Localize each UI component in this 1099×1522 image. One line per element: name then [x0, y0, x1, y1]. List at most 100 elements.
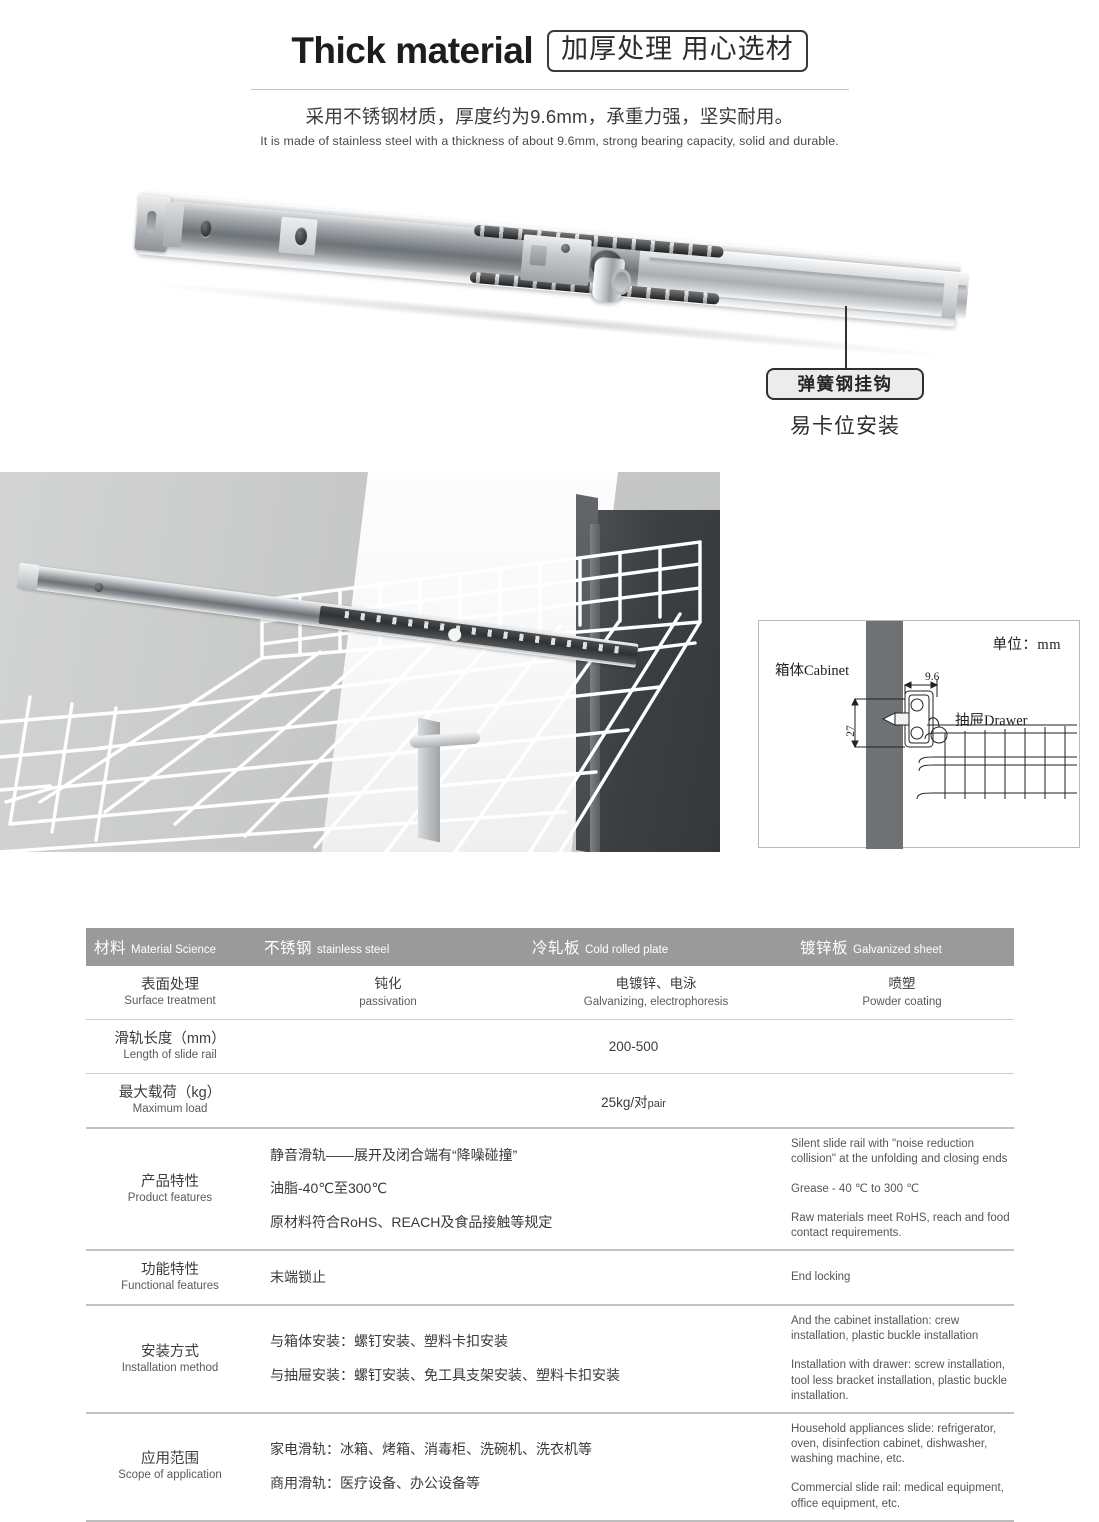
row-label-cn: 功能特性	[141, 1262, 199, 1279]
length-value: 200-500	[608, 1039, 659, 1055]
cell-installation-cn: 与箱体安装：螺钉安装、塑料卡扣安装 与抽屉安装：螺钉安装、免工具支架安装、塑料卡…	[254, 1304, 790, 1413]
feature-cn: 家电滑轨：冰箱、烤箱、消毒柜、洗碗机、洗衣机等	[270, 1441, 592, 1458]
cell-product-features-cn: 静音滑轨——展开及闭合端有“降噪碰撞” 油脂-40℃至300℃ 原材料符合RoH…	[254, 1127, 790, 1251]
load-value: 25kg/对	[601, 1094, 648, 1110]
row-label-cn: 安装方式	[141, 1343, 199, 1360]
header-cell-stainless-steel: 不锈钢 stainless steel	[254, 928, 522, 966]
row-label-installation-method: 安装方式 Installation method	[86, 1304, 254, 1413]
header-cn: 镀锌板	[800, 940, 849, 957]
technical-drawing-panel: 单位：mm 箱体Cabinet 抽屉Drawer 9.6 27	[758, 619, 1080, 849]
row-label-en: Surface treatment	[124, 995, 216, 1008]
table-row-max-load: 最大载荷（kg） Maximum load 25kg/对pair	[86, 1073, 1014, 1129]
table-header-row: 材料 Material Science 不锈钢 stainless steel 冷轧…	[86, 928, 1014, 966]
header-cn: 冷轧板	[532, 940, 581, 957]
feature-en: Household appliances slide: refrigerator…	[791, 1422, 997, 1466]
callout-leader-line	[845, 305, 847, 370]
header-cell-cold-rolled: 冷轧板 Cold rolled plate	[522, 928, 790, 966]
feature-en: End locking	[791, 1270, 851, 1283]
row-label-scope-of-application: 应用范围 Scope of application	[86, 1411, 254, 1522]
cell-cn: 钝化	[374, 975, 402, 991]
row-label-cn: 表面处理	[141, 977, 199, 993]
cell-en: passivation	[359, 995, 417, 1008]
page-header: Thick material 加厚处理 用心选材 采用不锈钢材质，厚度约为9.6…	[0, 0, 1099, 148]
cell-functional-features-cn: 末端锁止	[254, 1249, 790, 1306]
rail-mounting-tab	[162, 201, 185, 248]
diagram-height-dimension: 27	[844, 724, 857, 737]
subtitle-english: It is made of stainless steel with a thi…	[260, 133, 839, 148]
cell-length-value: 200-500	[254, 1019, 1014, 1074]
feature-en: Installation with drawer: screw installa…	[791, 1359, 1008, 1402]
table-row-product-features: 产品特性 Product features 静音滑轨——展开及闭合端有“降噪碰撞…	[86, 1127, 1014, 1251]
feature-en: Commercial slide rail: medical equipment…	[791, 1482, 1004, 1510]
row-label-max-load: 最大载荷（kg） Maximum load	[86, 1073, 254, 1129]
row-label-en: Maximum load	[132, 1103, 208, 1116]
header-en: stainless steel	[317, 944, 390, 956]
rail-slider-block	[520, 233, 592, 286]
feature-en: Silent slide rail with "noise reduction …	[791, 1138, 1008, 1166]
page-title: Thick material	[291, 30, 534, 72]
cell-passivation: 钝化 passivation	[254, 966, 522, 1020]
title-row: Thick material 加厚处理 用心选材	[0, 30, 1099, 72]
row-label-en: Product features	[127, 1191, 213, 1204]
feature-cn: 商用滑轨：医疗设备、办公设备等	[270, 1474, 480, 1491]
feature-cn: 与抽屉安装：螺钉安装、免工具支架安装、塑料卡扣安装	[270, 1367, 620, 1384]
row-label-cn: 最大载荷（kg）	[118, 1085, 222, 1102]
cell-galvanizing: 电镀锌、电泳 Galvanizing, electrophoresis	[522, 966, 790, 1020]
subtitle-chinese: 采用不锈钢材质，厚度约为9.6mm，承重力强，坚实耐用。	[305, 105, 794, 127]
header-cell-material: 材料 Material Science	[86, 928, 254, 966]
load-value-unit: pair	[647, 1097, 666, 1110]
table-row-installation-method: 安装方式 Installation method 与箱体安装：螺钉安装、塑料卡扣…	[86, 1304, 1014, 1413]
table-row-functional-features: 功能特性 Functional features 末端锁止 End lockin…	[86, 1249, 1014, 1306]
cell-cn: 电镀锌、电泳	[615, 975, 697, 991]
cabinet-wall-section	[866, 620, 903, 849]
row-label-en: Functional features	[121, 1280, 219, 1293]
header-cn: 材料	[94, 940, 127, 957]
installed-rail-endcap	[16, 562, 40, 591]
table-row-scope-of-application: 应用范围 Scope of application 家电滑轨：冰箱、烤箱、消毒柜…	[86, 1411, 1014, 1522]
table-row-surface-treatment: 表面处理 Surface treatment 钝化 passivation 电镀…	[86, 966, 1014, 1020]
table-row-length: 滑轨长度（mm） Length of slide rail 200-500	[86, 1019, 1014, 1074]
rail-photo-area	[0, 160, 1099, 362]
cell-installation-en: And the cabinet installation: crew insta…	[790, 1304, 1014, 1413]
title-chinese-badge: 加厚处理 用心选材	[547, 30, 808, 72]
callout-subtext: 易卡位安装	[790, 414, 900, 438]
cell-product-features-en: Silent slide rail with "noise reduction …	[790, 1127, 1014, 1251]
row-label-en: Installation method	[121, 1361, 219, 1374]
feature-cn: 静音滑轨——展开及闭合端有“降噪碰撞”	[270, 1146, 518, 1163]
feature-cn: 末端锁止	[270, 1268, 326, 1285]
feature-en: Grease - 40 ℃ to 300 ℃	[791, 1182, 920, 1195]
cell-scope-en: Household appliances slide: refrigerator…	[790, 1411, 1014, 1522]
row-label-cn: 应用范围	[141, 1451, 199, 1468]
cell-en: Powder coating	[862, 995, 942, 1008]
feature-cn: 与箱体安装：螺钉安装、塑料卡扣安装	[270, 1333, 508, 1350]
row-label-surface-treatment: 表面处理 Surface treatment	[86, 966, 254, 1020]
row-label-functional-features: 功能特性 Functional features	[86, 1249, 254, 1306]
cell-powder-coating: 喷塑 Powder coating	[790, 966, 1014, 1020]
row-label-cn: 产品特性	[141, 1173, 199, 1190]
specification-table: 材料 Material Science 不锈钢 stainless steel 冷轧…	[86, 928, 1014, 1522]
cell-cn: 喷塑	[888, 975, 916, 991]
feature-cn: 油脂-40℃至300℃	[270, 1180, 388, 1197]
feature-en: And the cabinet installation: crew insta…	[791, 1315, 979, 1343]
feature-cn: 原材料符合RoHS、REACH及食品接触等规定	[270, 1213, 553, 1230]
diagram-thickness-dimension: 9.6	[925, 670, 940, 683]
cabinet-edge	[590, 523, 600, 852]
cell-scope-cn: 家电滑轨：冰箱、烤箱、消毒柜、洗碗机、洗衣机等 商用滑轨：医疗设备、办公设备等	[254, 1411, 790, 1522]
header-en: Cold rolled plate	[585, 944, 669, 956]
row-label-product-features: 产品特性 Product features	[86, 1127, 254, 1251]
title-divider	[250, 88, 849, 90]
basket-installation-photo	[0, 471, 720, 852]
hero-product-photo: 弹簧钢挂钩 易卡位安装	[0, 160, 1099, 460]
row-label-en: Scope of application	[118, 1469, 222, 1482]
cell-en: Galvanizing, electrophoresis	[583, 995, 729, 1008]
cell-max-load-value: 25kg/对pair	[254, 1073, 1014, 1129]
header-en: Galvanized sheet	[853, 944, 942, 956]
header-cn: 不锈钢	[264, 940, 313, 957]
row-label-en: Length of slide rail	[123, 1049, 217, 1062]
feature-en: Raw materials meet RoHS, reach and food …	[791, 1211, 1010, 1239]
middle-section: 单位：mm 箱体Cabinet 抽屉Drawer 9.6 27	[0, 471, 1099, 852]
diagram-drawer-label: 抽屉Drawer	[955, 712, 1028, 729]
header-cell-galvanized: 镀锌板 Galvanized sheet	[790, 928, 1014, 966]
header-en: Material Science	[131, 944, 217, 956]
diagram-unit-label: 单位：mm	[992, 636, 1061, 653]
